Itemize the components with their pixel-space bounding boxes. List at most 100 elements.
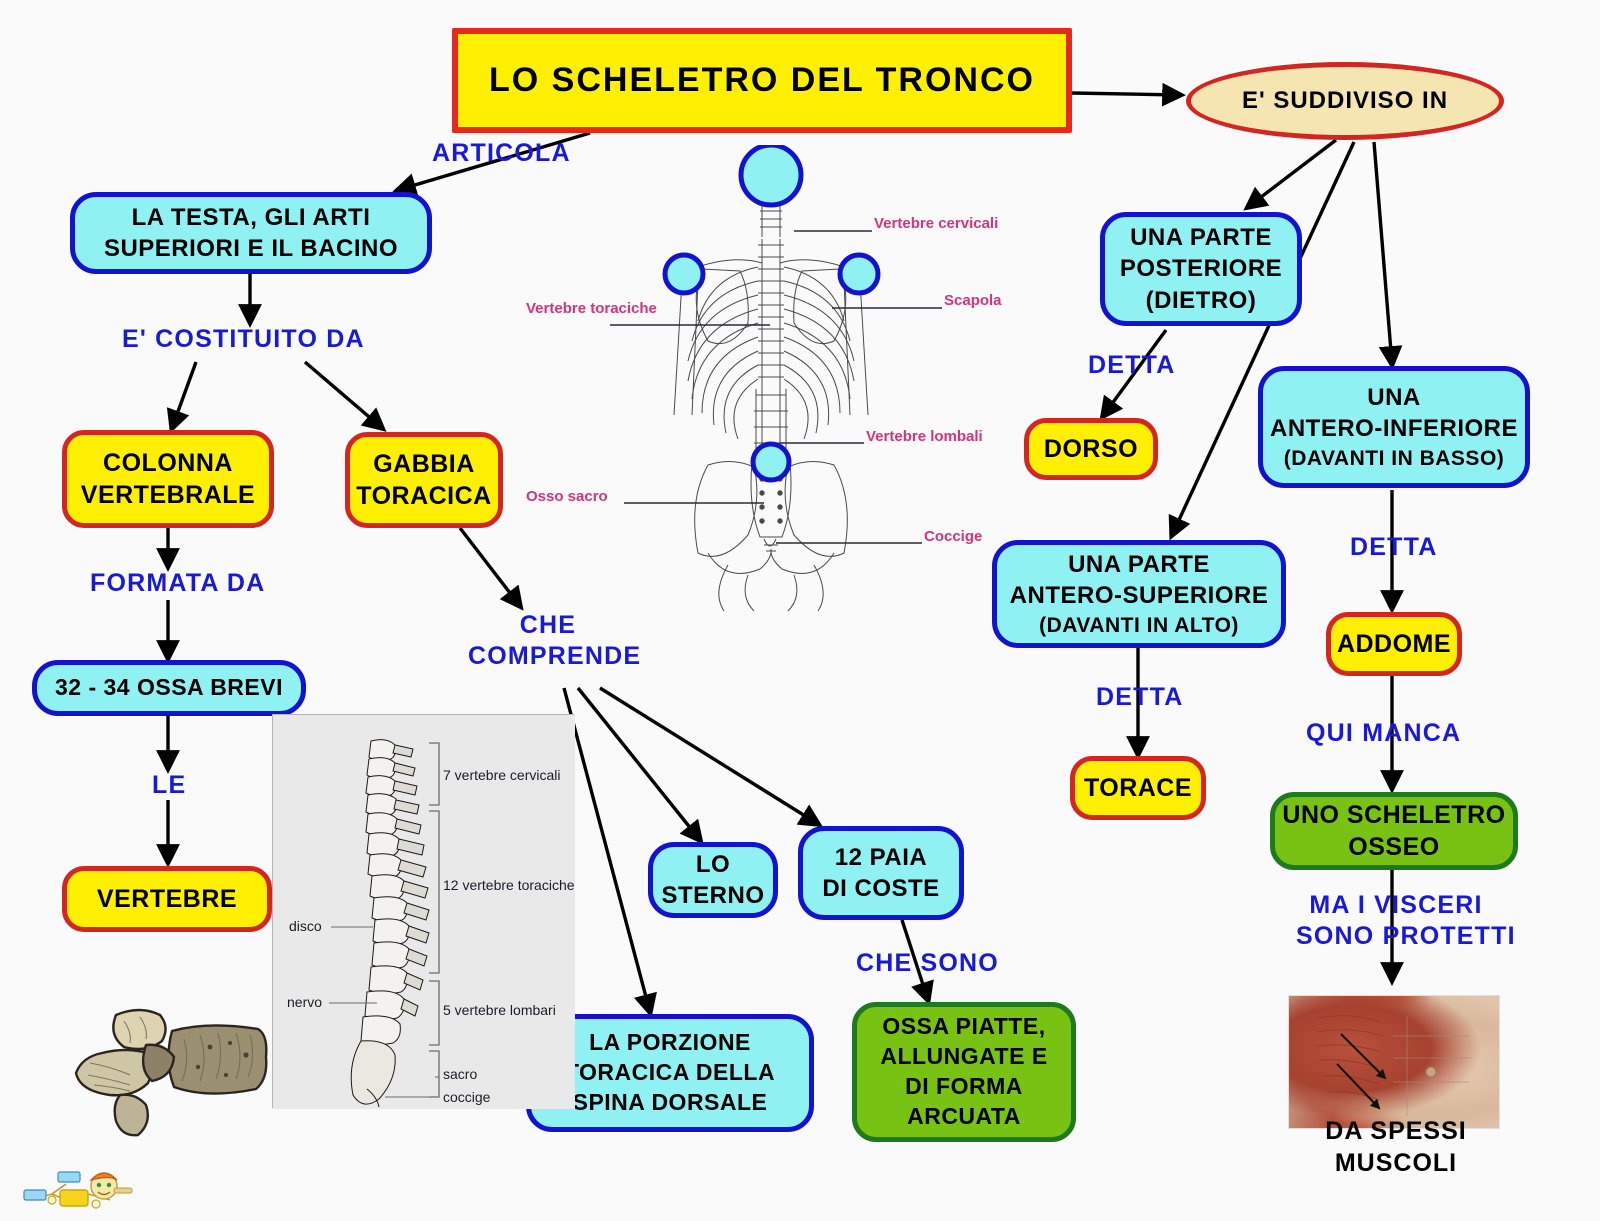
ma-visceri-line1: MA I VISCERI [1309, 891, 1483, 919]
spine-label-toraciche: 12 vertebre toraciche [443, 877, 575, 893]
arrow-suddiviso-to-anteroinferiore [1372, 141, 1403, 370]
highlight-scapola-right [837, 252, 881, 296]
node-parte-posteriore[interactable]: UNA PARTE POSTERIORE (DIETRO) [1100, 212, 1302, 326]
vertebra-svg [74, 1008, 268, 1137]
spine-lateral-figure: 7 vertebre cervicali 12 vertebre toracic… [272, 714, 575, 1109]
skeleton-label-vertebre-lombali: Vertebre lombali [866, 428, 983, 445]
coste-line2: DI COSTE [822, 875, 940, 902]
muscle-photo-detail [1316, 1015, 1471, 1116]
node-addome[interactable]: ADDOME [1326, 612, 1462, 676]
connector-label-articola: ARTICOLA [432, 138, 571, 169]
mascot-box-left [23, 1189, 47, 1201]
spine-label-cervicali: 7 vertebre cervicali [443, 767, 561, 783]
skeleton-label-osso-sacro: Osso sacro [526, 488, 608, 505]
coste-line1: 12 PAIA [834, 843, 928, 871]
node-suddiviso-in[interactable]: E' SUDDIVISO IN [1186, 62, 1504, 140]
sterno-line2: STERNO [661, 882, 765, 909]
gabbia-line1: GABBIA [373, 449, 475, 478]
detta-torace-text: DETTA [1096, 683, 1184, 711]
che-comprende-line1: CHE [519, 611, 577, 639]
skeleton-label-scapola: Scapola [944, 292, 1002, 309]
skeleton-svg [610, 142, 942, 612]
node-torace[interactable]: TORACE [1070, 756, 1206, 820]
antero-sup-line3: (DAVANTI IN ALTO) [1039, 613, 1239, 637]
node-suddiviso-label: E' SUDDIVISO IN [1241, 87, 1449, 115]
arrow-title-to-suddiviso [1071, 82, 1186, 107]
highlight-lombali [750, 441, 792, 483]
node-ossa-brevi[interactable]: 32 - 34 OSSA BREVI [32, 660, 306, 716]
che-sono-text: CHE SONO [856, 949, 999, 977]
node-vertebre[interactable]: VERTEBRE [62, 866, 272, 932]
node-antero-inferiore[interactable]: UNA ANTERO-INFERIORE (DAVANTI IN BASSO) [1258, 366, 1530, 488]
ossa-piatte-line2: ALLUNGATE E [880, 1043, 1048, 1070]
node-dorso[interactable]: DORSO [1024, 418, 1158, 480]
node-12-paia-coste[interactable]: 12 PAIA DI COSTE [798, 826, 964, 920]
connector-label-costituito-da: E' COSTITUITO DA [122, 324, 365, 355]
node-sterno[interactable]: LO STERNO [648, 842, 778, 918]
scheletro-osseo-line2: OSSEO [1348, 833, 1440, 861]
porzione-line1: LA PORZIONE [589, 1029, 751, 1056]
connector-label-detta-addome: DETTA [1350, 532, 1437, 563]
arrow-costituito-to-gabbia [303, 360, 387, 432]
arrow-checomprende-to-sterno [576, 686, 704, 845]
le-text: LE [152, 771, 187, 799]
antero-sup-line1: UNA PARTE [1068, 551, 1210, 579]
mascot-hat [89, 1172, 118, 1182]
ossa-piatte-line1: OSSA PIATTE, [882, 1013, 1046, 1040]
node-ossa-piatte[interactable]: OSSA PIATTE, ALLUNGATE E DI FORMA ARCUAT… [852, 1002, 1076, 1142]
node-scheletro-osseo[interactable]: UNO SCHELETRO OSSEO [1270, 792, 1518, 870]
arrow-checomprende-to-porzione [562, 687, 657, 1018]
spine-label-sacro: sacro [443, 1066, 478, 1082]
vertebre-label: VERTEBRE [96, 884, 238, 913]
highlight-cervicali [738, 142, 804, 208]
connector-label-che-comprende: CHE COMPRENDE [468, 610, 640, 673]
node-title-label: LO SCHELETRO DEL TRONCO [489, 61, 1035, 100]
ossa-piatte-line4: ARCUATA [907, 1102, 1021, 1129]
porzione-line2: TORACICA DELLA [564, 1059, 776, 1086]
node-testa-arti-bacino[interactable]: LA TESTA, GLI ARTI SUPERIORI E IL BACINO [70, 192, 432, 274]
spine-svg [273, 715, 575, 1109]
connector-label-formata-da: FORMATA DA [90, 568, 265, 599]
articola-text: ARTICOLA [432, 139, 571, 167]
posteriore-line1: UNA PARTE [1130, 224, 1272, 252]
testa-line2: SUPERIORI E IL BACINO [103, 235, 399, 262]
connector-label-detta-torace: DETTA [1096, 682, 1183, 713]
skeleton-label-vertebre-toraciche: Vertebre toraciche [526, 300, 657, 317]
node-parte-antero-superiore[interactable]: UNA PARTE ANTERO-SUPERIORE (DAVANTI IN A… [992, 540, 1286, 648]
spine-label-nervo: nervo [287, 994, 323, 1010]
sterno-line1: LO [695, 850, 731, 878]
connector-label-che-sono: CHE SONO [856, 948, 999, 979]
scheletro-osseo-line1: UNO SCHELETRO [1282, 800, 1506, 829]
mascot-box-center [59, 1189, 89, 1207]
connector-label-ma-visceri-protetti: MA I VISCERI SONO PROTETTI [1296, 890, 1515, 953]
addome-label: ADDOME [1336, 629, 1452, 658]
spine-label-lombari: 5 vertebre lombari [443, 1002, 556, 1018]
node-gabbia-toracica[interactable]: GABBIA TORACICA [345, 432, 503, 528]
gabbia-line2: TORACICA [356, 482, 492, 510]
mascot-box-top [57, 1171, 81, 1183]
dorso-label: DORSO [1043, 434, 1139, 463]
node-colonna-vertebrale[interactable]: COLONNA VERTEBRALE [62, 430, 274, 528]
spine-label-disco: disco [289, 918, 322, 934]
ossa-piatte-line3: DI FORMA [905, 1073, 1023, 1099]
detta-dorso-text: DETTA [1088, 351, 1176, 379]
skeleton-label-coccige: Coccige [924, 528, 983, 545]
antero-inf-line2: ANTERO-INFERIORE [1270, 415, 1518, 443]
testa-line1: LA TESTA, GLI ARTI [131, 203, 371, 231]
vertebra-bone-illustration [60, 995, 280, 1145]
node-title[interactable]: LO SCHELETRO DEL TRONCO [452, 28, 1072, 133]
posteriore-line2: POSTERIORE [1119, 255, 1283, 283]
torace-label: TORACE [1083, 773, 1193, 802]
antero-inf-line3: (DAVANTI IN BASSO) [1283, 446, 1505, 470]
mascot-svg [23, 1171, 133, 1209]
spine-label-coccige: coccige [443, 1089, 491, 1105]
arrow-gabbia-to-checomprende [458, 526, 524, 611]
colonna-line1: COLONNA [103, 448, 233, 477]
che-comprende-line2: COMPRENDE [468, 642, 642, 671]
skeleton-back-figure: Vertebre cervicali Scapola Vertebre tora… [512, 142, 1032, 615]
caption-da-spessi-muscoli: DA SPESSI MUSCOLI [1262, 1117, 1530, 1178]
da-spessi-muscoli-text: DA SPESSI MUSCOLI [1325, 1116, 1467, 1178]
site-mascot-logo[interactable] [22, 1160, 134, 1212]
arrow-suddiviso-to-posteriore [1243, 138, 1338, 211]
